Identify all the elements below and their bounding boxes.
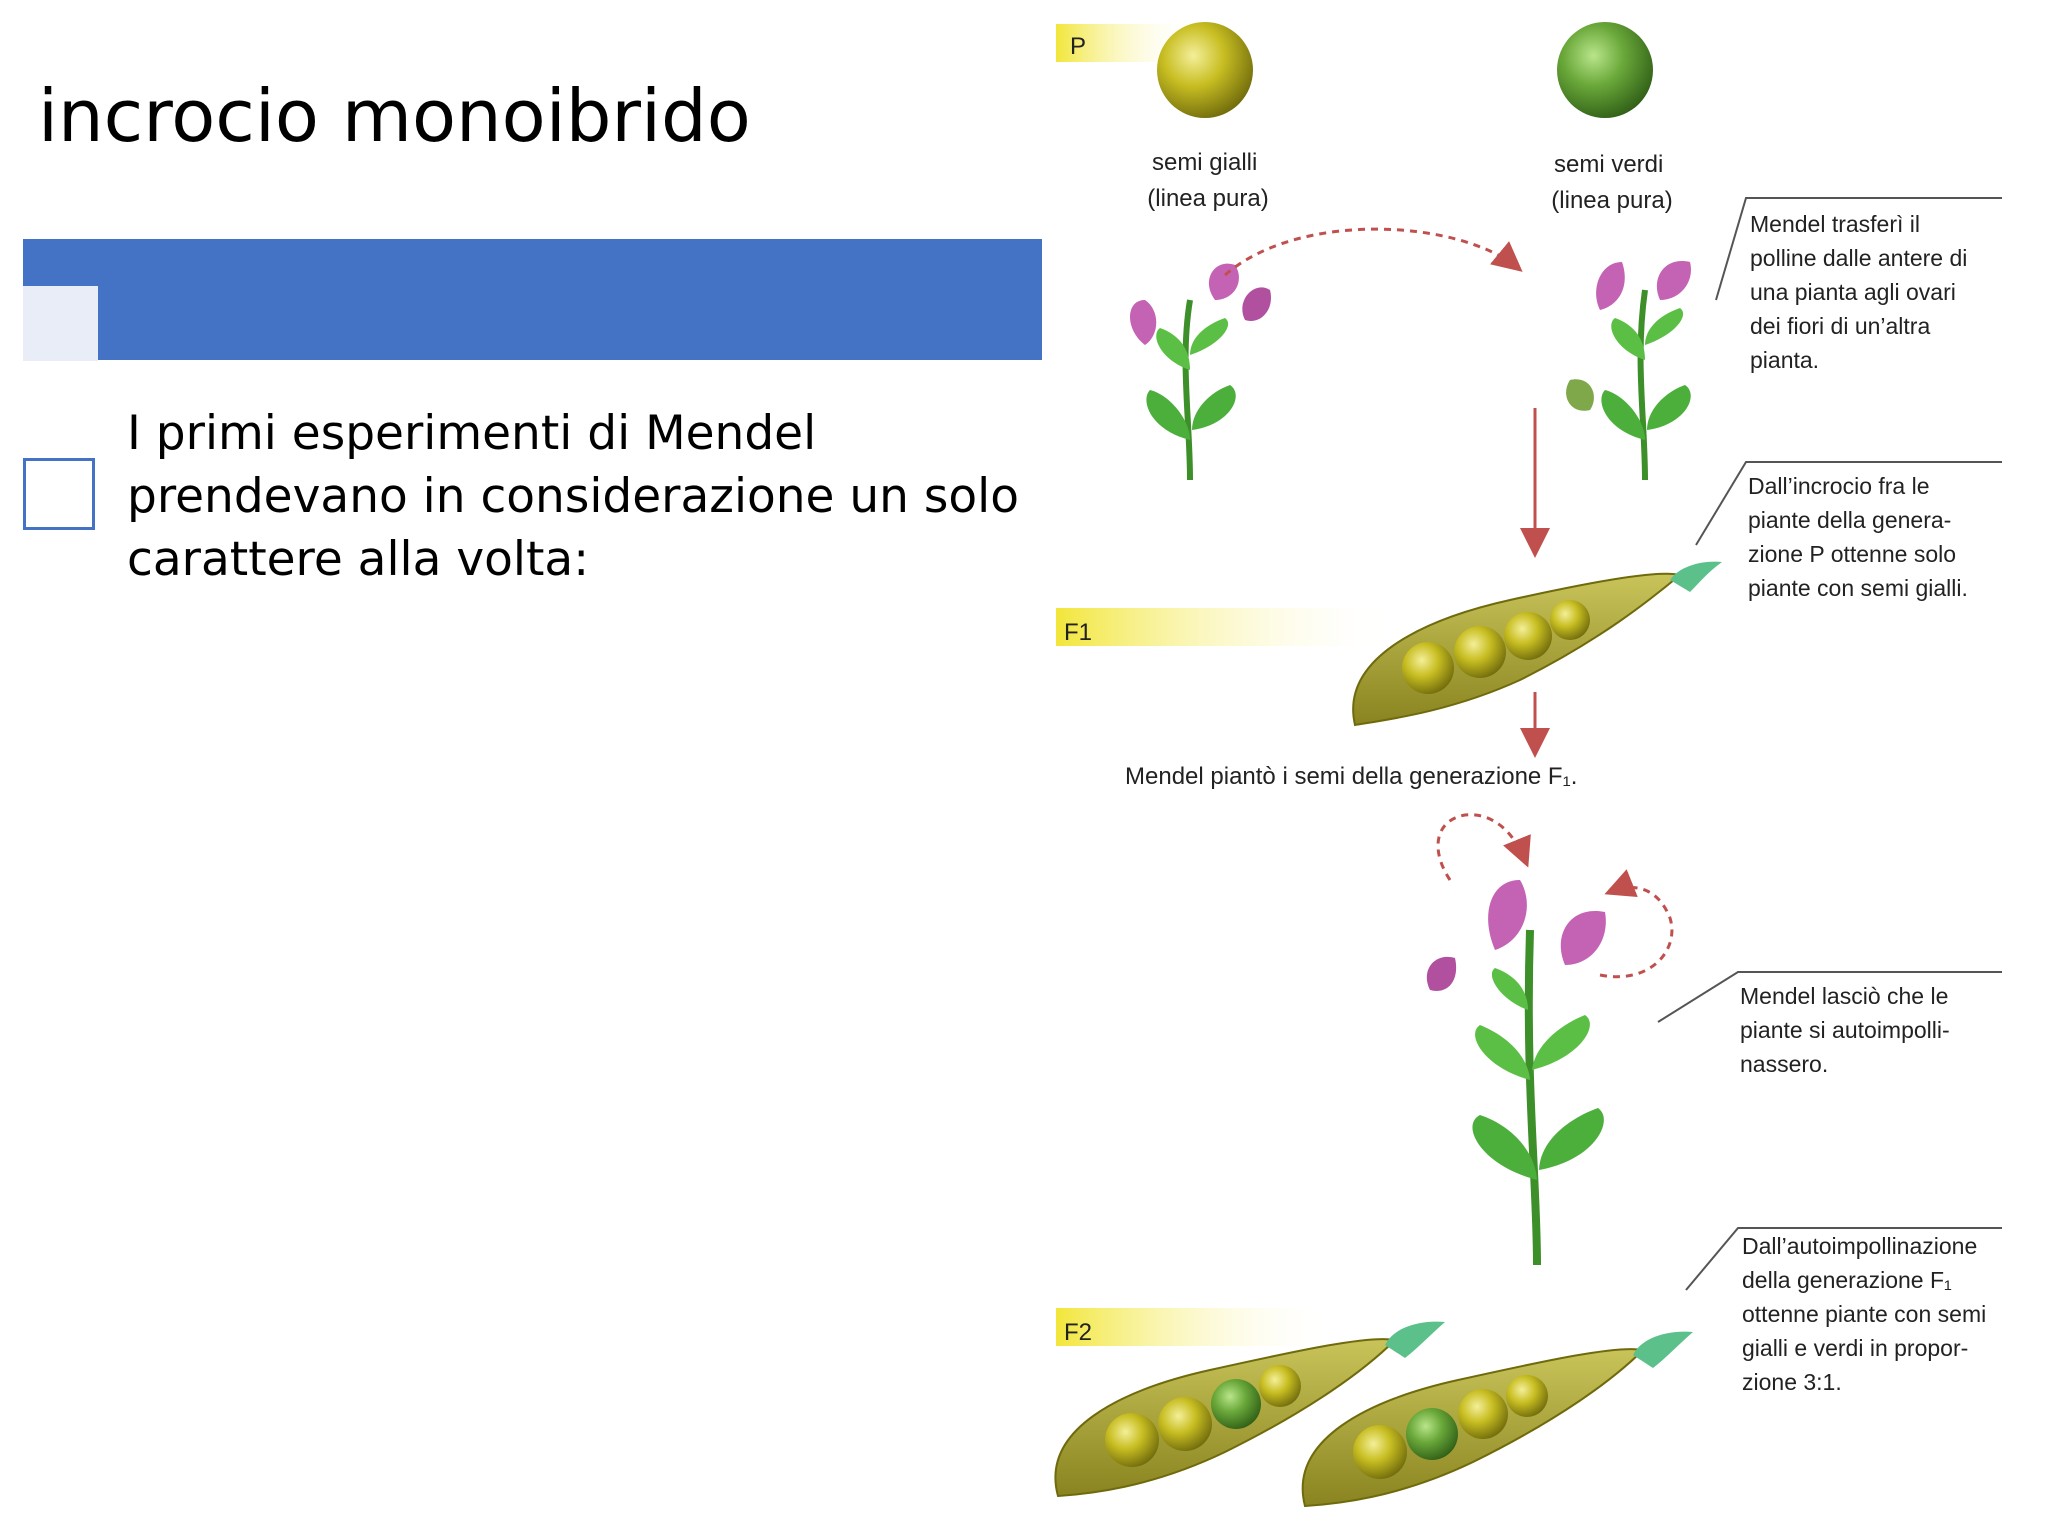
slide-title: incrocio monoibrido	[38, 74, 751, 158]
seed-yellow-label: semi gialli (linea pura)	[1147, 149, 1268, 212]
gen-label-f1: F1	[1064, 619, 1092, 646]
f1-plant-icon	[1426, 880, 1606, 1266]
f2-pod-left-icon	[1054, 1321, 1445, 1498]
body-text: I primi esperimenti di Mendel prendevano…	[127, 406, 1019, 587]
gen-label-f2: F2	[1064, 1319, 1092, 1346]
pointer-f2	[1685, 1227, 2002, 1291]
mendel-cross-diagram: P F1 F2 semi gialli (linea pura) semi ve…	[1054, 22, 2002, 1508]
note-f2-ratio: Dall’autoimpollinazione della generazion…	[1742, 1233, 1993, 1395]
pointer-cross	[1695, 461, 2002, 546]
pointer-self	[1657, 971, 2002, 1023]
f2-pod-right-icon	[1301, 1331, 1693, 1508]
self-pollination-arrow-left	[1436, 813, 1531, 881]
gen-label-p: P	[1070, 33, 1086, 60]
caption-f1: Mendel piantò i semi della generazione F…	[1125, 763, 1577, 790]
gen-bar-f2	[1056, 1308, 1336, 1346]
parent-plant-right-icon	[1566, 260, 1691, 481]
yellow-seed-icon	[1157, 22, 1253, 118]
accent-bar	[23, 239, 1042, 360]
bullet-marker	[23, 458, 95, 530]
green-seed-icon	[1557, 22, 1653, 118]
note-transfer: Mendel trasferì il polline dalle antere …	[1750, 211, 1974, 373]
gen-bar-f1	[1056, 608, 1396, 646]
self-pollination-arrow-right	[1599, 869, 1674, 979]
note-self-pollination: Mendel lasciò che le piante si autoimpol…	[1740, 983, 1956, 1077]
seed-green-label: semi verdi (linea pura)	[1551, 151, 1672, 214]
pollination-arrow	[1224, 227, 1523, 277]
f1-pod-icon	[1352, 561, 1722, 727]
accent-square	[23, 286, 98, 361]
note-cross: Dall’incrocio fra le piante della genera…	[1748, 473, 1968, 601]
parent-plant-left-icon	[1130, 263, 1271, 481]
pointer-transfer	[1715, 197, 2002, 301]
